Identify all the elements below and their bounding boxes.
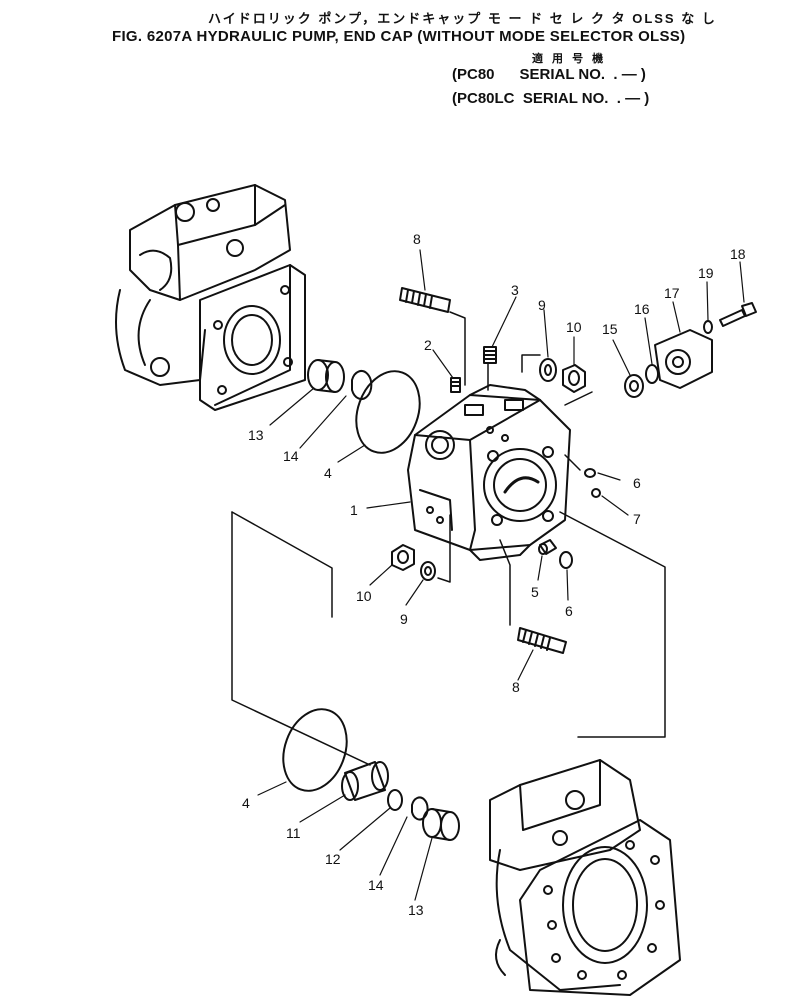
- leader-lines: [257, 249, 745, 901]
- seal-15: [624, 374, 644, 398]
- washer-9-upper: [539, 358, 557, 382]
- washer-9-lower: [420, 561, 436, 581]
- callout-7: 7: [633, 511, 641, 527]
- o-ring-17: [645, 364, 659, 384]
- serial-range-pc80lc: (PC80LC SERIAL NO. . — ): [452, 90, 650, 107]
- title-japanese: ハイドロリック ポンプ，エンドキャップ モ ー ド セ レ ク タ OLSS な…: [208, 11, 717, 26]
- callout-11: 11: [286, 825, 301, 841]
- end-cap-body: [407, 384, 571, 561]
- callout-10-upper: 10: [566, 319, 582, 335]
- nut-10-upper: [562, 364, 586, 393]
- snap-ring-14-upper: [351, 370, 373, 400]
- plug-3: [483, 346, 497, 364]
- callout-10-lower: 10: [356, 588, 372, 604]
- o-ring-4-lower: [282, 708, 348, 792]
- pump-housing-upper: [115, 184, 306, 411]
- pump-housing-lower: [489, 759, 681, 996]
- bearing-13-lower: [422, 808, 460, 841]
- callout-9-upper: 9: [538, 297, 546, 313]
- callout-4-lower: 4: [242, 795, 250, 811]
- callout-numbers: 1 2 3 4 4 5 6 6 7 8 8 9 9 10 10 11 12 13…: [242, 231, 746, 918]
- applicability-label-japanese: 適 用 号 機: [532, 53, 607, 65]
- callout-5: 5: [531, 584, 539, 600]
- callout-12: 12: [325, 851, 341, 867]
- dowel-pin-5: [538, 539, 557, 555]
- snap-ring-14-lower: [411, 796, 429, 821]
- callout-14-lower: 14: [368, 877, 384, 893]
- snap-ring-12: [387, 789, 403, 811]
- callout-13-lower: 13: [408, 902, 424, 918]
- o-ring-6-upper: [584, 468, 596, 478]
- bushing-11: [341, 761, 389, 801]
- callout-15: 15: [602, 321, 618, 337]
- cover-16: [654, 329, 713, 389]
- bolt-18: [719, 302, 757, 327]
- callout-13-upper: 13: [248, 427, 264, 443]
- callout-6-upper: 6: [633, 475, 641, 491]
- serial-range-pc80: (PC80 SERIAL NO. . — ): [452, 66, 646, 83]
- callout-8-upper: 8: [413, 231, 421, 247]
- assembly-lines: [231, 311, 666, 766]
- callout-8-lower: 8: [512, 679, 520, 695]
- stud-bolt-8-upper: [399, 287, 451, 313]
- plug-2: [450, 377, 461, 393]
- callout-9-lower: 9: [400, 611, 408, 627]
- spring-washer-19: [703, 320, 713, 334]
- figure-title: FIG. 6207A HYDRAULIC PUMP, END CAP (WITH…: [112, 28, 686, 45]
- nut-10-lower: [391, 544, 415, 571]
- callout-1: 1: [350, 502, 358, 518]
- o-ring-4-upper: [355, 370, 421, 454]
- callout-3: 3: [511, 282, 519, 298]
- stud-bolt-8-lower: [517, 627, 567, 654]
- callout-18: 18: [730, 246, 746, 262]
- o-ring-7: [591, 488, 601, 498]
- callout-14-upper: 14: [283, 448, 299, 464]
- callout-2: 2: [424, 337, 432, 353]
- callout-6-lower: 6: [565, 603, 573, 619]
- bearing-13-upper: [307, 359, 345, 393]
- callout-19: 19: [698, 265, 714, 281]
- callout-17: 17: [664, 285, 680, 301]
- callout-16: 16: [634, 301, 650, 317]
- callout-4-upper: 4: [324, 465, 332, 481]
- o-ring-6-lower: [559, 551, 573, 569]
